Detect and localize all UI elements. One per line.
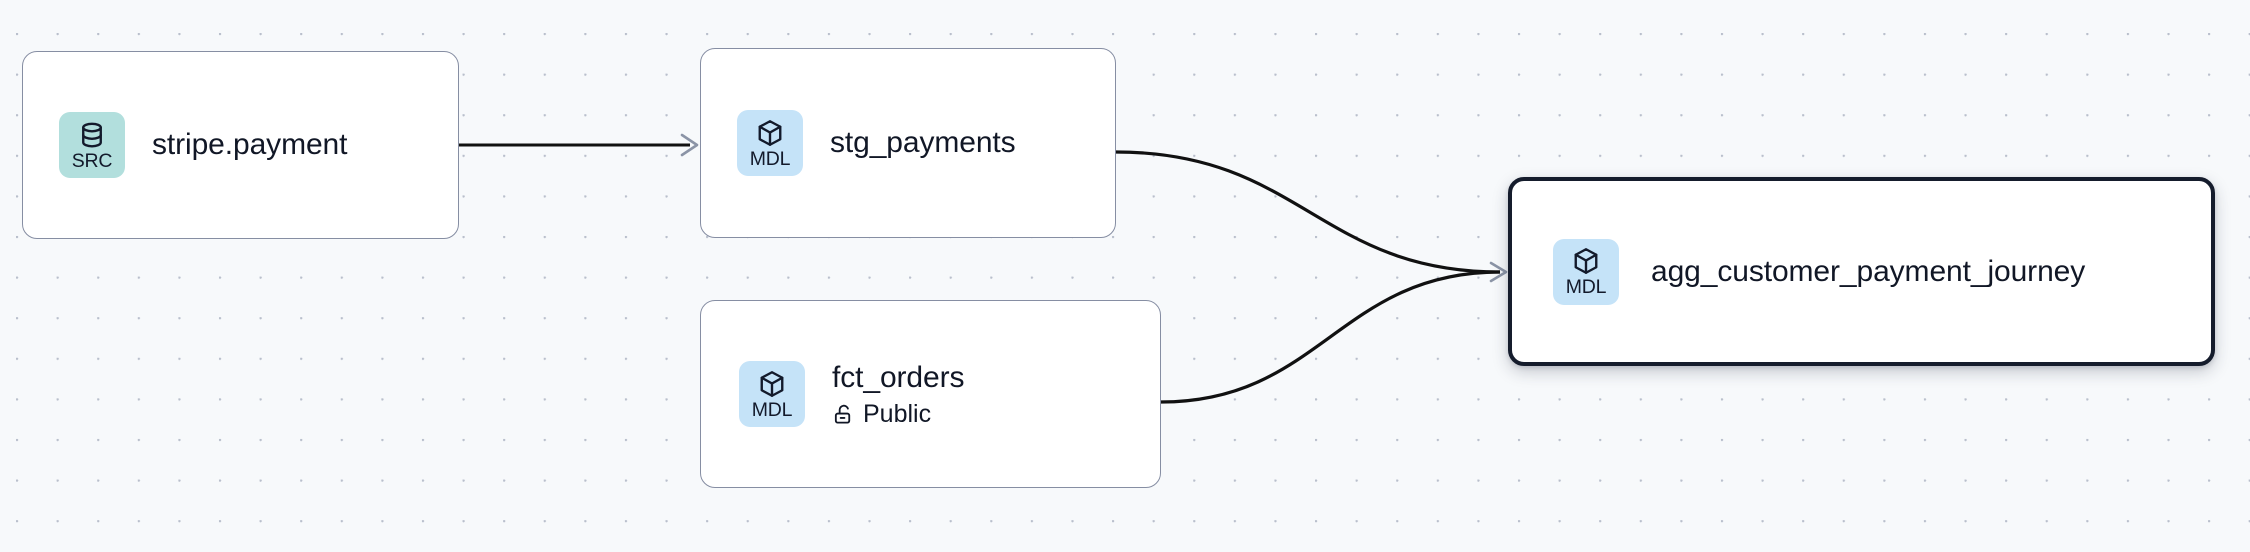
node-stg-payments-body: stg_payments — [830, 125, 1016, 161]
badge-mdl-label: MDL — [751, 398, 793, 421]
node-title: agg_customer_payment_journey — [1651, 254, 2086, 288]
node-fct-orders[interactable]: MDL fct_orders Public — [700, 300, 1161, 488]
database-icon — [82, 122, 102, 147]
node-title: stg_payments — [830, 126, 1016, 159]
node-agg-customer-body: agg_customer_payment_journey — [1651, 254, 2085, 290]
badge-src-label: SRC — [71, 149, 113, 172]
edge-stripe-payment-to-stg-payments — [459, 133, 699, 157]
badge-mdl: MDL — [739, 361, 805, 427]
node-visibility: Public — [832, 400, 964, 429]
unlock-icon — [834, 404, 851, 424]
node-agg-customer-payment-journey[interactable]: MDL agg_customer_payment_journey — [1508, 177, 2215, 366]
node-title: fct_orders — [832, 360, 965, 394]
badge-mdl: MDL — [737, 110, 803, 176]
node-fct-orders-body: fct_orders Public — [832, 360, 964, 429]
edge-stg-payments-to-agg-customer — [1115, 150, 1508, 283]
cube-icon — [758, 119, 782, 146]
cube-icon — [1574, 248, 1598, 274]
node-stripe-payment-body: stripe.payment — [152, 127, 347, 163]
node-title: stripe.payment — [152, 128, 348, 161]
arrowhead-icon — [1489, 261, 1508, 283]
badge-src: SRC — [59, 112, 125, 178]
arrowhead-icon — [680, 133, 699, 157]
node-visibility-label: Public — [863, 399, 932, 428]
badge-mdl-label: MDL — [1565, 276, 1607, 298]
node-stg-payments[interactable]: MDL stg_payments — [700, 48, 1116, 238]
cube-icon — [760, 370, 784, 397]
badge-mdl: MDL — [1553, 238, 1619, 305]
edge-fct-orders-to-agg-customer — [1160, 270, 1501, 404]
node-stripe-payment[interactable]: SRC stripe.payment — [22, 51, 459, 239]
badge-mdl-label: MDL — [749, 147, 791, 170]
